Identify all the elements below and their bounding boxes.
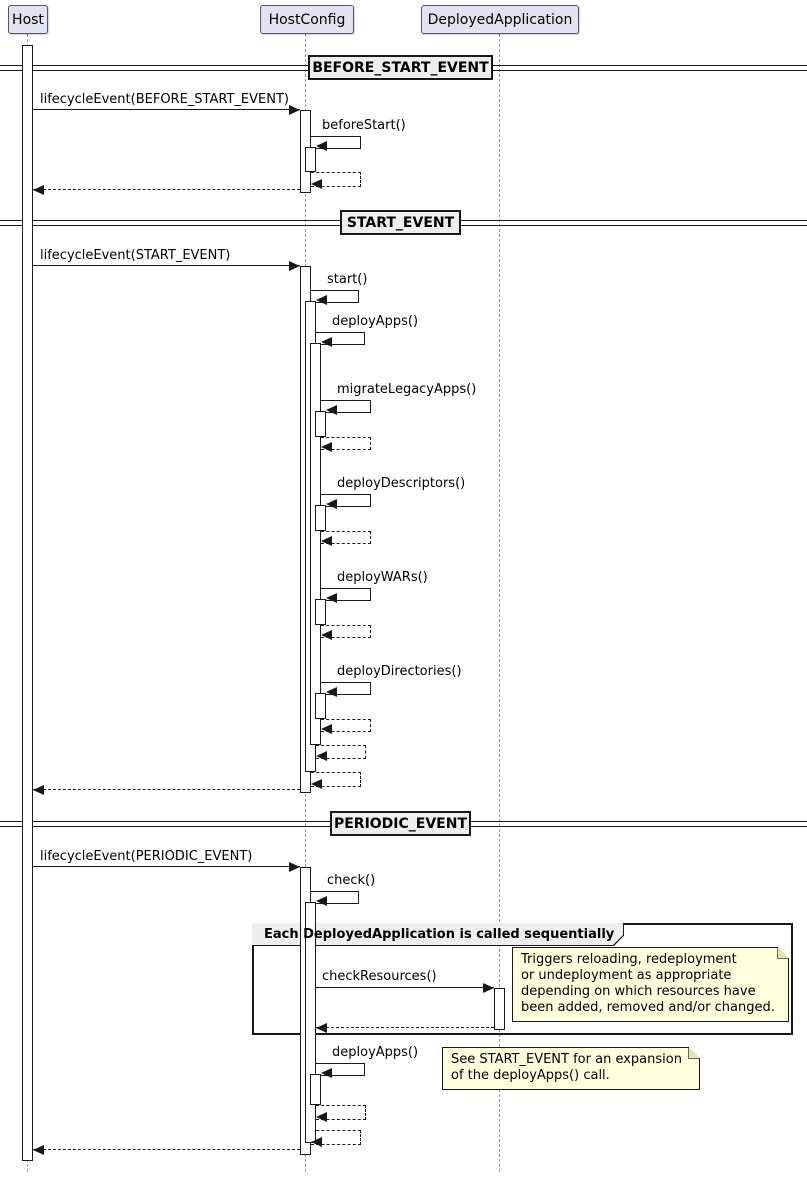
- arrowhead-icon: [326, 687, 337, 697]
- arrowhead-icon: [321, 1068, 332, 1078]
- activation-bar: [315, 599, 326, 625]
- self-return-loop: [311, 1130, 361, 1145]
- participant-host: Host: [8, 5, 48, 34]
- arrowhead-icon: [33, 185, 44, 195]
- message-label: check(): [327, 873, 376, 888]
- message-line: [33, 866, 300, 867]
- arrowhead-icon: [316, 1023, 327, 1033]
- arrowhead-icon: [289, 862, 300, 872]
- return-line: [33, 789, 300, 790]
- arrowhead-icon: [316, 141, 327, 151]
- message-label: beforeStart(): [322, 118, 406, 133]
- arrowhead-icon: [326, 405, 337, 415]
- activation-bar-host: [22, 45, 33, 1161]
- activation-bar: [305, 147, 316, 172]
- note-line: or undeployment as appropriate: [521, 968, 732, 983]
- self-call-loop: [321, 494, 371, 507]
- message-label: deployWARs(): [337, 570, 428, 585]
- arrowhead-icon: [33, 785, 44, 795]
- message-label: lifecycleEvent(PERIODIC_EVENT): [40, 849, 253, 864]
- arrowhead-icon: [316, 896, 327, 906]
- return-line: [33, 189, 300, 190]
- participant-hostconfig: HostConfig: [260, 5, 354, 34]
- participant-label: HostConfig: [268, 11, 346, 28]
- self-call-loop: [321, 682, 371, 695]
- self-return-loop: [321, 531, 371, 544]
- arrowhead-icon: [316, 1112, 327, 1122]
- arrowhead-icon: [316, 295, 327, 305]
- message-label: deployApps(): [332, 314, 419, 329]
- arrowhead-icon: [326, 499, 337, 509]
- activation-bar: [315, 505, 326, 531]
- activation-bar: [310, 343, 321, 745]
- divider-label: START_EVENT: [346, 214, 455, 231]
- message-line: [316, 987, 494, 988]
- divider-periodic-event: PERIODIC_EVENT: [330, 811, 471, 836]
- arrowhead-icon: [311, 1137, 322, 1147]
- self-call-loop: [311, 136, 361, 149]
- self-return-loop: [321, 437, 371, 450]
- arrowhead-icon: [289, 261, 300, 271]
- participant-label: Host: [12, 11, 44, 28]
- self-return-loop: [311, 172, 361, 187]
- message-label: start(): [327, 272, 368, 287]
- arrowhead-icon: [321, 630, 332, 640]
- self-call-loop: [321, 400, 371, 413]
- self-return-loop: [316, 745, 366, 759]
- self-return-loop: [316, 1105, 366, 1120]
- note-line: See START_EVENT for an expansion: [451, 1052, 682, 1067]
- group-frame-header-fill: [252, 923, 623, 945]
- arrowhead-icon: [321, 536, 332, 546]
- return-line: [316, 1027, 494, 1028]
- return-line: [33, 1149, 300, 1150]
- message-label: checkResources(): [322, 969, 437, 984]
- arrowhead-icon: [316, 751, 327, 761]
- self-call-loop: [321, 588, 371, 601]
- arrowhead-icon: [483, 983, 494, 993]
- divider-before-start-event: BEFORE_START_EVENT: [308, 55, 493, 80]
- message-line: [33, 265, 300, 266]
- self-call-loop: [311, 290, 359, 303]
- participant-label: DeployedApplication: [427, 11, 573, 28]
- lifeline-deployedapplication: [499, 34, 500, 1172]
- participant-deployedapplication: DeployedApplication: [421, 5, 579, 34]
- activation-bar-deployedapplication: [494, 988, 505, 1030]
- divider-start-event: START_EVENT: [340, 210, 461, 235]
- self-return-loop: [321, 719, 371, 732]
- message-label: migrateLegacyApps(): [337, 382, 477, 397]
- note-line: been added, removed and/or changed.: [521, 1000, 775, 1015]
- divider-label: PERIODIC_EVENT: [333, 815, 468, 832]
- activation-bar: [310, 1074, 321, 1105]
- arrowhead-icon: [321, 724, 332, 734]
- message-label: deployDirectories(): [337, 664, 462, 679]
- self-call-loop: [311, 891, 359, 904]
- divider-label: BEFORE_START_EVENT: [312, 59, 489, 76]
- arrowhead-icon: [289, 105, 300, 115]
- arrowhead-icon: [311, 179, 322, 189]
- arrowhead-icon: [33, 1145, 44, 1155]
- self-call-loop: [316, 332, 365, 345]
- note-check-resources: Triggers reloading, redeployment or unde…: [512, 947, 789, 1022]
- self-return-loop: [311, 772, 361, 787]
- message-label: lifecycleEvent(START_EVENT): [40, 248, 231, 263]
- self-call-loop: [316, 1063, 365, 1076]
- arrowhead-icon: [311, 779, 322, 789]
- note-line: Triggers reloading, redeployment: [521, 952, 737, 967]
- message-line: [33, 109, 300, 110]
- self-return-loop: [321, 625, 371, 638]
- message-label: lifecycleEvent(BEFORE_START_EVENT): [40, 92, 289, 107]
- message-label: deployDescriptors(): [337, 476, 466, 491]
- arrowhead-icon: [321, 337, 332, 347]
- note-line: depending on which resources have: [521, 984, 756, 999]
- activation-bar: [305, 902, 316, 1143]
- arrowhead-icon: [326, 593, 337, 603]
- arrowhead-icon: [321, 442, 332, 452]
- message-label: deployApps(): [332, 1045, 419, 1060]
- activation-bar: [315, 693, 326, 719]
- group-frame-label: Each DeployedApplication is called seque…: [264, 927, 615, 942]
- note-deploy-apps: See START_EVENT for an expansion of the …: [442, 1047, 700, 1090]
- activation-bar: [315, 411, 326, 437]
- group-frame-header: [252, 923, 624, 946]
- note-line: of the deployApps() call.: [451, 1068, 610, 1083]
